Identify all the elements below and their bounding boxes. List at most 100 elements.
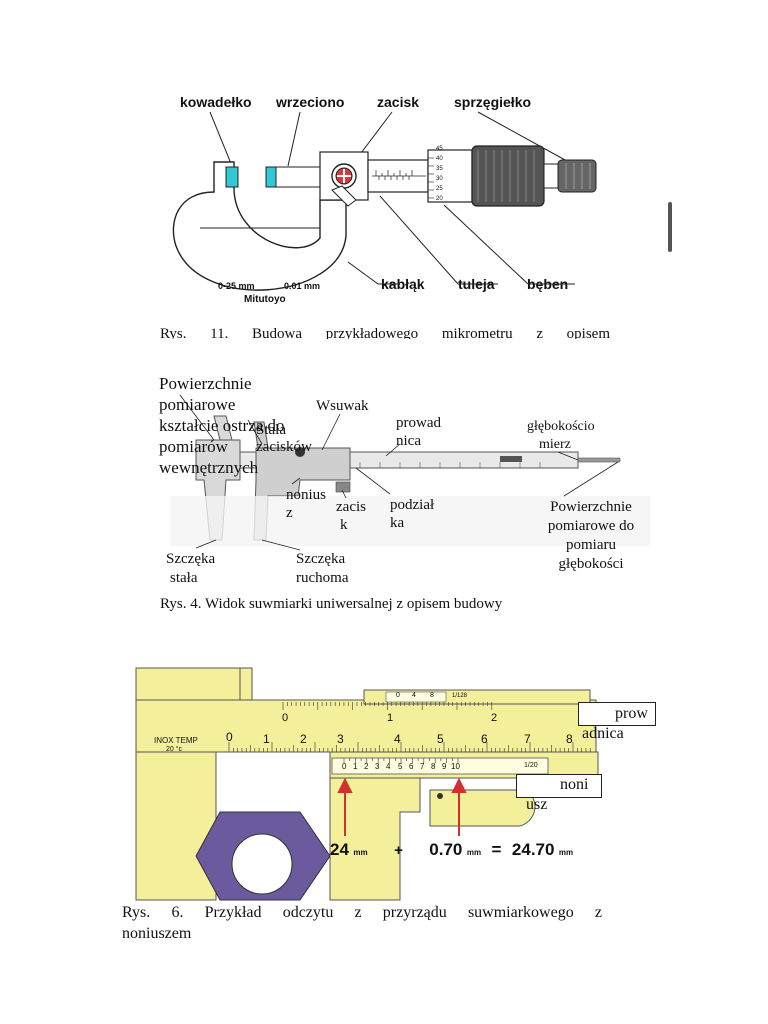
label-line: pomiarowe — [159, 395, 236, 414]
label-line: Szczęka — [166, 551, 216, 567]
sleeve-tick-label: 45 — [436, 146, 443, 152]
main-scale-number: 2 — [300, 732, 307, 746]
main-scale-number: 1 — [263, 732, 270, 746]
sleeve-tick-label: 30 — [436, 176, 443, 182]
label-szczeka-ruchoma: Szczęka ruchoma — [296, 550, 348, 588]
label-line: głębokości — [558, 556, 624, 572]
noniusz-box — [516, 774, 602, 798]
label-powierzchnie-pomiarowe: Powierzchnie pomiarowe kształcie ostrza … — [159, 373, 285, 478]
vernier-number: 8 — [431, 762, 436, 771]
label-noniusz: nonius z — [286, 486, 326, 522]
label-stala-zaciskow: Stała zacisków — [256, 422, 312, 456]
main-scale-number: 3 — [337, 732, 344, 746]
reading-main-value: 24 — [330, 840, 349, 859]
label-line: zacisków — [256, 439, 312, 455]
label-wsuwak: Wsuwak — [316, 398, 369, 414]
caption-fig6-line1: Rys. 6. Przykład odczytu z przyrządu suw… — [122, 904, 602, 921]
vernier-number: 10 — [451, 762, 460, 771]
vernier-drawing — [135, 667, 599, 901]
vernier-number: 9 — [442, 762, 447, 771]
caption-fig11-clip: Rys. 11. Budowa przykładowego mikrometru… — [160, 326, 610, 339]
reading-equation: 24 mm + 0.70 mm = 24.70 mm — [330, 840, 573, 860]
vernier-number: 5 — [398, 762, 403, 771]
reading-equals: = — [491, 840, 502, 859]
caption-fig11: Rys. 11. Budowa przykładowego mikrometru… — [160, 326, 610, 339]
prowadnica-box — [578, 702, 656, 726]
vernier-number: 7 — [420, 762, 425, 771]
label-line: zacis — [336, 499, 366, 515]
label-podzialka: podział ka — [390, 496, 434, 532]
frame-brand-text: Mitutoyo — [244, 294, 286, 305]
label-noniusz-part1: noni — [560, 776, 589, 793]
sleeve-tick-label: 35 — [436, 166, 443, 172]
label-line: pomiaru — [566, 537, 616, 553]
main-scale-number: 6 — [481, 732, 488, 746]
label-line: nonius — [286, 487, 327, 503]
main-scale-number: 0 — [226, 730, 233, 744]
caption-fig6: Rys. 6. Przykład odczytu z przyrządu suw… — [122, 902, 602, 938]
vernier-number: 0 — [342, 762, 347, 771]
label-line: Stała — [256, 422, 286, 438]
label-line: ruchoma — [296, 570, 349, 586]
caption-fig6-line2: noniuszem — [122, 925, 192, 938]
label-line: wewnętrznych — [159, 458, 259, 477]
micrometer-drawing — [172, 111, 597, 291]
caliper-drawing — [179, 394, 621, 551]
label-line: z — [286, 505, 293, 521]
inch-scale-number: 1 — [387, 712, 394, 724]
inch-scale-number: 0 — [282, 712, 289, 724]
main-scale-number: 4 — [394, 732, 401, 746]
label-szczeka-stala: Szczęka stała — [166, 550, 215, 588]
reading-main-unit: mm — [353, 848, 368, 857]
label-line: Powierzchnie — [550, 499, 632, 515]
vernier-number: 6 — [409, 762, 414, 771]
label-line: Powierzchnie — [159, 374, 252, 393]
reading-result-value: 24.70 — [511, 840, 555, 859]
vernier-number: 4 — [386, 762, 391, 771]
label-line: nica — [396, 433, 421, 449]
scrollbar-thumb[interactable] — [668, 202, 672, 252]
label-prowadnica-part2: adnica — [582, 725, 624, 742]
main-scale-number: 7 — [524, 732, 531, 746]
label-wrzeciono: wrzeciono — [276, 94, 345, 110]
label-kablak: kabłąk — [381, 276, 425, 292]
reading-plus: + — [394, 842, 403, 859]
label-zacisk: zacisk — [377, 94, 420, 110]
label-glebokosciomierz: głębokościo mierz — [527, 418, 595, 454]
sleeve-tick-label: 25 — [436, 186, 443, 192]
main-scale-number: 5 — [437, 732, 444, 746]
inch-top-digit: 4 — [412, 692, 416, 699]
label-prowadnica: prowad nica — [396, 414, 441, 450]
label-line: pomiarów — [159, 437, 228, 456]
inch-fraction: 1/128 — [452, 693, 468, 699]
reading-vernier-unit: mm — [466, 848, 482, 857]
label-line: ka — [390, 515, 405, 531]
label-zacisk: zacis k — [336, 498, 366, 534]
label-line: mierz — [539, 437, 571, 452]
inch-top-digit: 8 — [430, 692, 434, 699]
inox-temp-label: INOX TEMP — [154, 736, 198, 745]
inch-scale-number: 2 — [491, 712, 498, 724]
label-line: głębokościo — [527, 419, 595, 434]
label-line: Szczęka — [296, 551, 346, 567]
label-line: kształcie ostrza do — [159, 416, 285, 435]
label-pow-glebokosc: Powierzchnie pomiarowe do pomiaru głębok… — [536, 498, 646, 574]
label-prowadnica-part1: prow — [615, 705, 648, 722]
label-line: prowad — [396, 415, 441, 431]
nonius-fraction: 1/20 — [524, 762, 538, 769]
label-line: stała — [170, 570, 198, 586]
vernier-number: 3 — [375, 762, 380, 771]
sleeve-tick-label: 20 — [436, 196, 443, 202]
inch-top-digit: 0 — [396, 692, 400, 699]
vernier-number: 1 — [353, 762, 358, 771]
label-noniusz-part2: usz — [526, 796, 548, 813]
reading-result-unit: mm — [558, 848, 574, 857]
temp-label: 20 °c — [166, 746, 183, 753]
sleeve-tick-label: 40 — [436, 156, 443, 162]
label-line: k — [340, 517, 348, 533]
label-line: pomiarowe do — [547, 518, 635, 534]
reading-vernier-value: 0.70 — [429, 840, 463, 859]
frame-range-text: 0-25 mm — [218, 281, 255, 291]
label-line: podział — [390, 497, 435, 513]
frame-resolution-text: 0.01 mm — [284, 281, 321, 291]
